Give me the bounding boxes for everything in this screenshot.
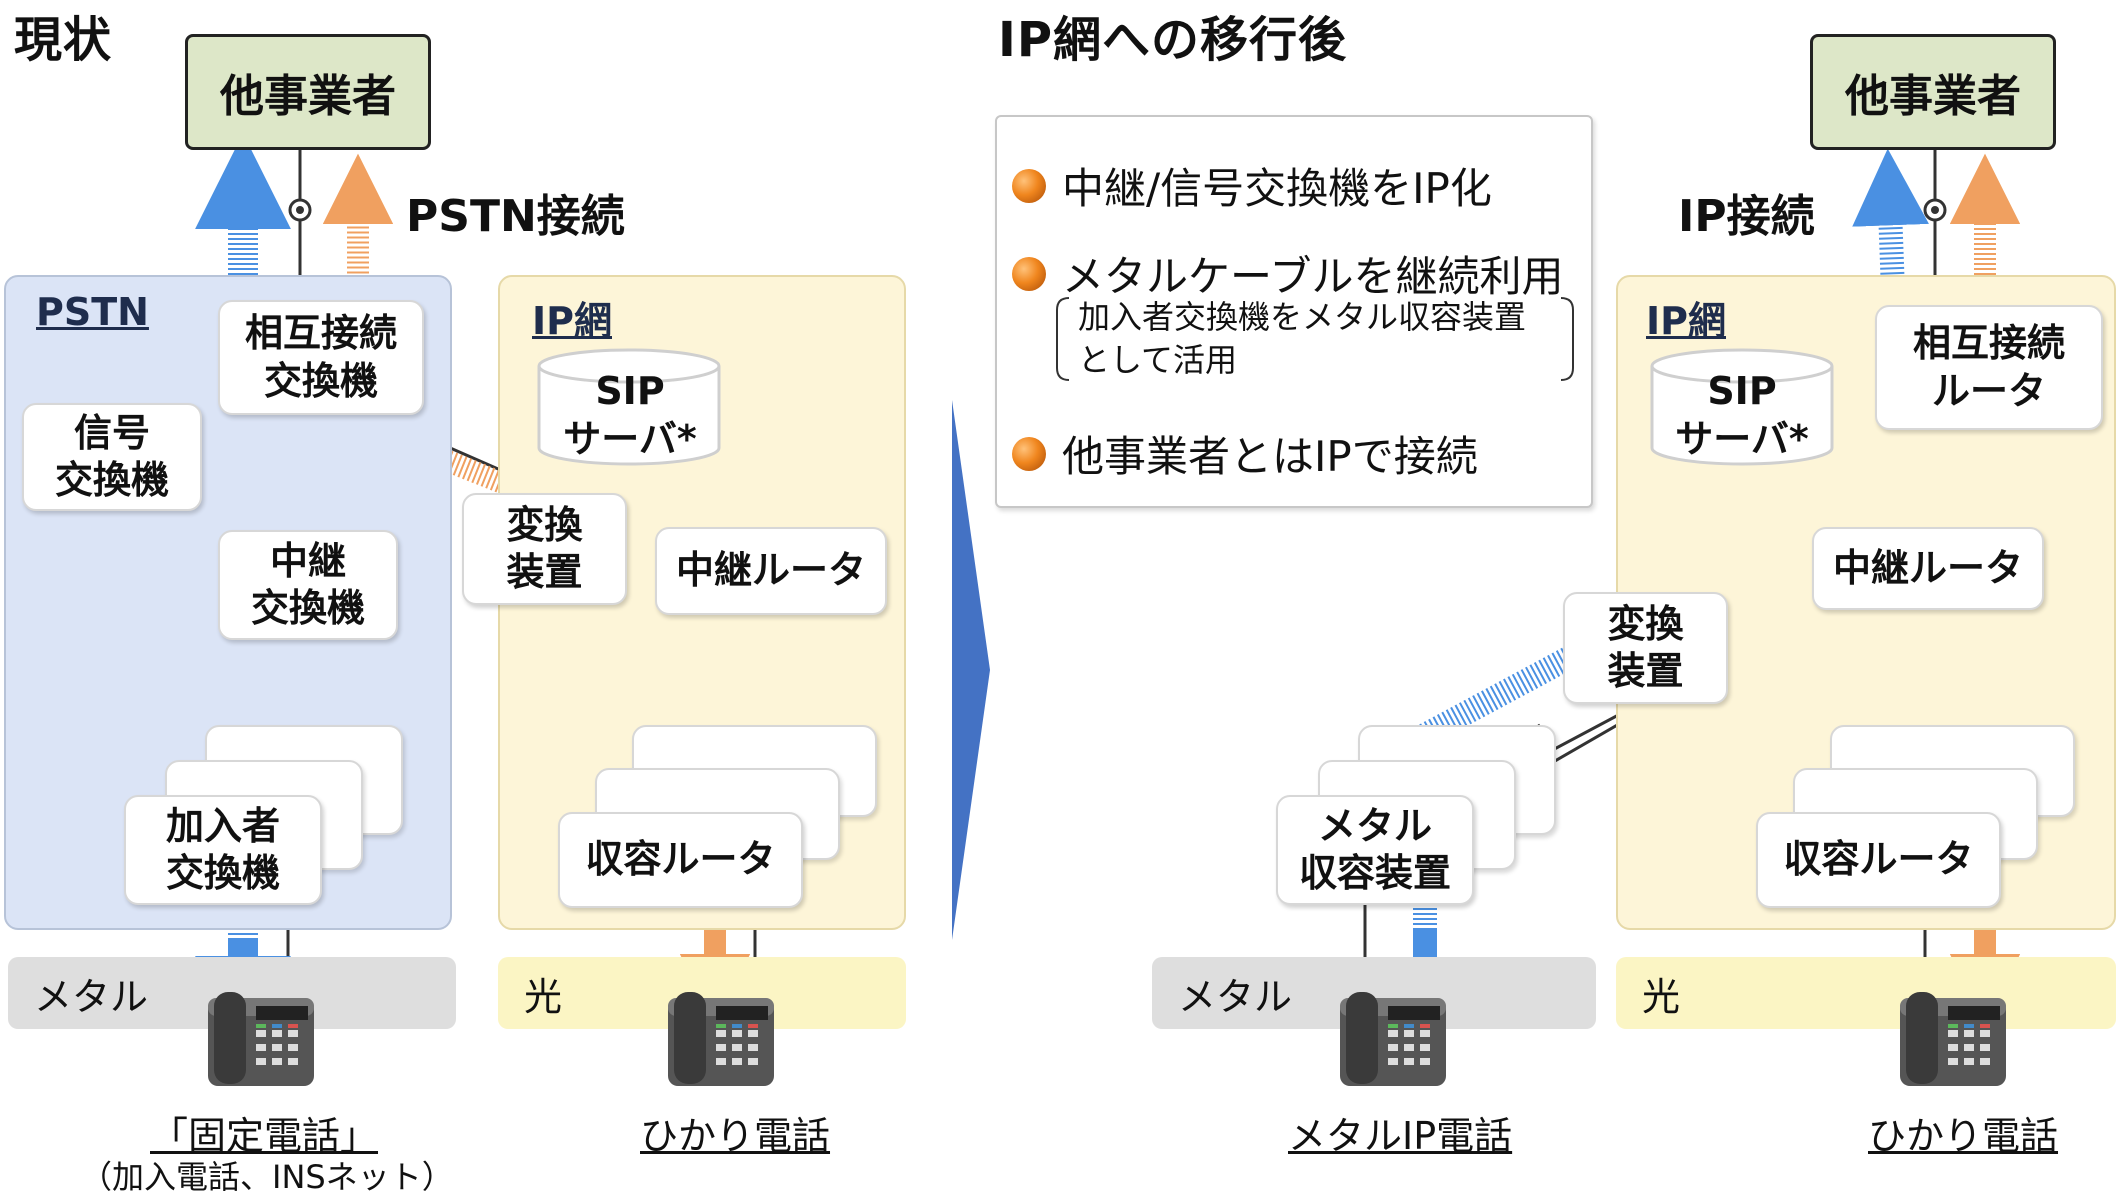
summary-box	[995, 115, 1593, 508]
left-relay-router: 中継ルータ	[655, 527, 887, 615]
metal-access-unit: メタル 収容装置	[1276, 795, 1474, 905]
left-fixed-phone-label: 「固定電話」	[150, 1114, 379, 1158]
signal-switch: 信号 交換機	[22, 403, 202, 511]
right-hikari-phone-label: ひかり電話	[1868, 1114, 2059, 1158]
left-interconnect-switch: 相互接続 交換機	[218, 300, 424, 415]
bullet-1: 中継/信号交換機をIP化	[1012, 155, 1492, 216]
right-ip-label: IP網	[1646, 299, 1726, 343]
bullet-1-text: 中継/信号交換機をIP化	[1062, 164, 1492, 213]
left-sip-cylinder	[537, 348, 721, 466]
left-connection-label: PSTN接続	[406, 191, 625, 242]
bullet-2-note: 加入者交換機をメタル収容装置 として活用	[1078, 298, 1527, 380]
pstn-label: PSTN	[36, 290, 149, 334]
bullet-dot-icon	[1012, 436, 1046, 471]
right-relay-router: 中継ルータ	[1812, 527, 2044, 610]
right-metal-ip-phone-label: メタルIP電話	[1288, 1114, 1513, 1158]
right-title: IP網への移行後	[998, 12, 1348, 68]
right-hikari-strip: 光	[1616, 957, 2116, 1029]
subscriber-switch: 加入者 交換機	[124, 795, 322, 905]
right-sip-server-label: SIP サーバ*	[1675, 369, 1809, 461]
bullet-2: メタルケーブルを継続利用	[1012, 243, 1563, 304]
left-hikari-phone-icon	[668, 992, 774, 1086]
left-title: 現状	[14, 12, 113, 68]
right-sip-cylinder	[1650, 348, 1834, 466]
right-converter: 変換 装置	[1563, 592, 1728, 704]
left-hikari-phone-label: ひかり電話	[640, 1114, 831, 1158]
right-access-router: 収容ルータ	[1756, 812, 2001, 908]
left-ip-label: IP網	[532, 299, 612, 343]
right-carrier-box: 他事業者	[1810, 34, 2056, 150]
transition-chevron	[952, 400, 990, 940]
left-fixed-phone-sublabel: （加入電話、INSネット）	[80, 1158, 454, 1196]
right-interconnect-router: 相互接続 ルータ	[1875, 305, 2103, 430]
bullet-dot-icon	[1012, 256, 1046, 291]
right-hikari-phone-icon	[1900, 992, 2006, 1086]
left-carrier-box: 他事業者	[185, 34, 431, 150]
bullet-2-text: メタルケーブルを継続利用	[1062, 252, 1564, 301]
left-access-router: 収容ルータ	[558, 812, 803, 908]
right-metal-ip-phone-icon	[1340, 992, 1446, 1086]
note-brackets	[1056, 297, 1574, 381]
bullet-dot-icon	[1012, 168, 1046, 203]
right-connection-label: IP接続	[1678, 191, 1815, 242]
left-sip-server-label: SIP サーバ*	[563, 369, 697, 461]
bullet-3-text: 他事業者とはIPで接続	[1062, 432, 1478, 481]
bullet-3: 他事業者とはIPで接続	[1012, 423, 1478, 484]
left-converter: 変換 装置	[462, 493, 627, 605]
left-fixed-phone-icon	[208, 992, 314, 1086]
relay-switch: 中継 交換機	[218, 530, 398, 640]
